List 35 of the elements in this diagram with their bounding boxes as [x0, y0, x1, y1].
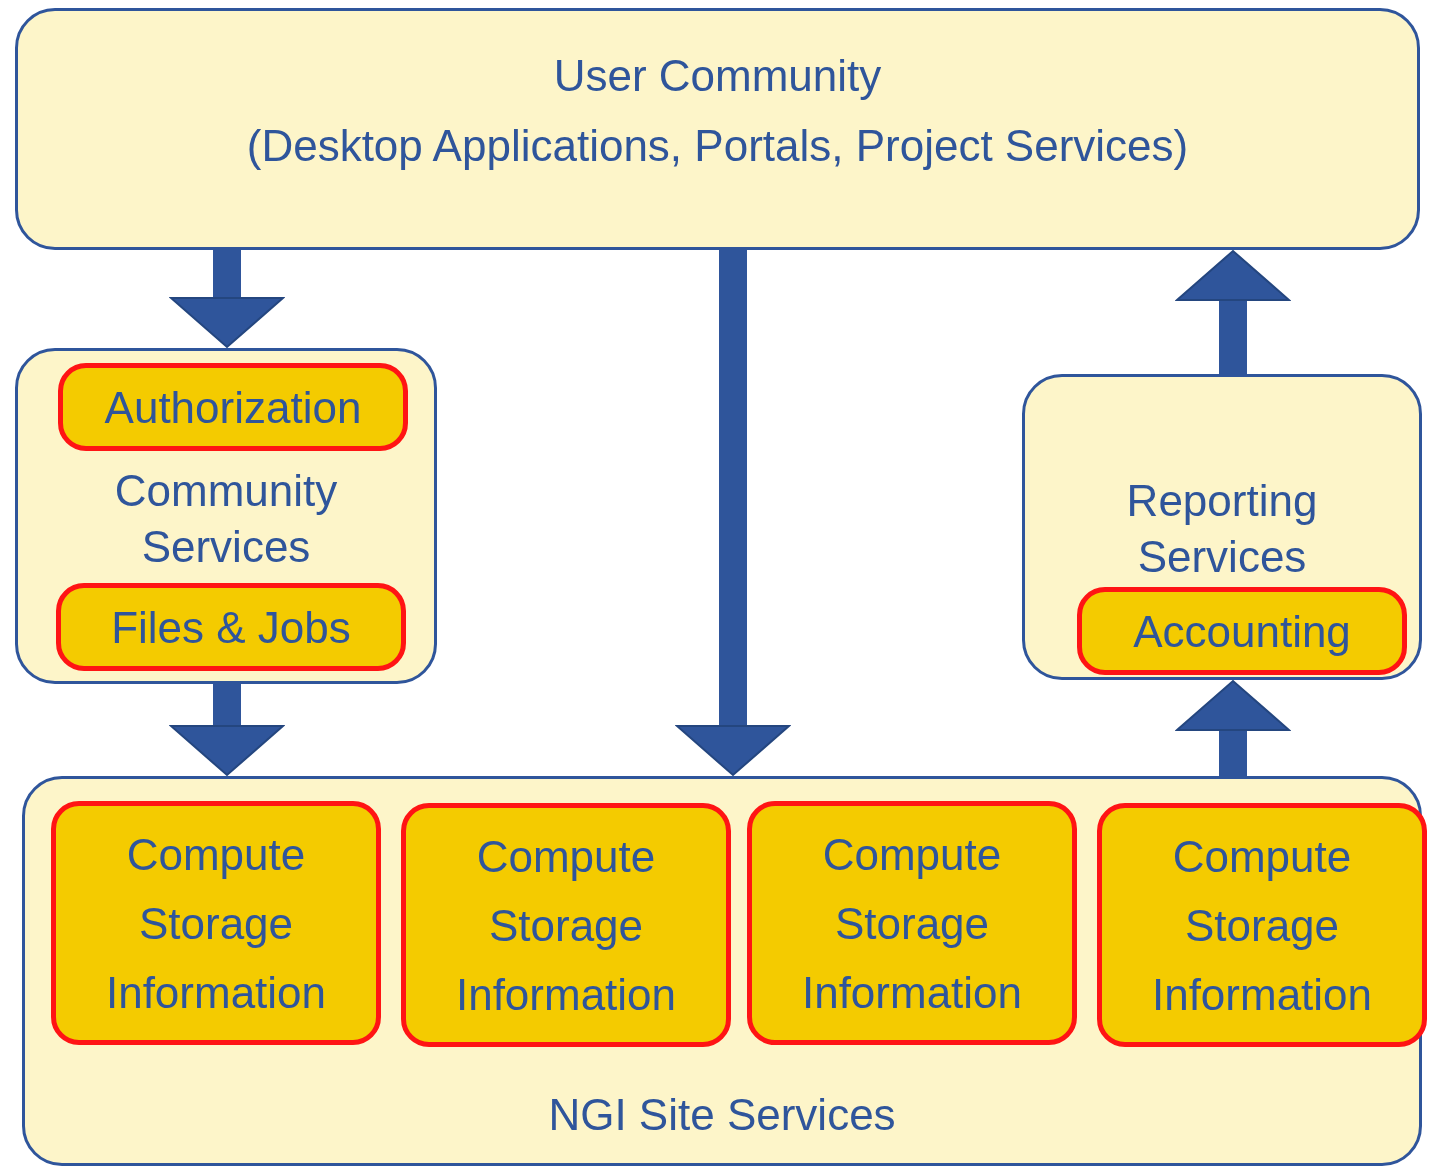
service-group-box [15, 8, 1420, 250]
service-label: Storage [834, 897, 990, 950]
service-box [51, 801, 381, 1045]
group-title: NGI Site Services [547, 1089, 897, 1141]
service-label: Compute [822, 828, 1002, 881]
block-arrow [170, 684, 284, 776]
service-label: Compute [126, 828, 306, 881]
service-label: Accounting [1133, 605, 1351, 658]
service-tag [56, 583, 406, 671]
service-box [1097, 803, 1427, 1047]
service-label: Information [105, 966, 327, 1019]
service-tag [58, 363, 408, 451]
service-label: Information [455, 968, 677, 1021]
group-title: Reporting Services [1125, 475, 1319, 583]
service-label: Information [801, 966, 1023, 1019]
service-label: Information [1151, 968, 1373, 1021]
service-label: Authorization [104, 381, 362, 434]
group-title: (Desktop Applications, Portals, Project Services) [245, 120, 1190, 172]
group-title: User Community [552, 50, 883, 102]
service-group-box [1022, 374, 1422, 680]
block-arrow [676, 250, 790, 776]
service-box [401, 803, 731, 1047]
service-label: Files & Jobs [111, 601, 351, 654]
service-label: Storage [1184, 899, 1340, 952]
service-label: Storage [488, 899, 644, 952]
service-group-box [15, 348, 437, 684]
group-title: Community Services [113, 465, 339, 573]
block-arrow [170, 250, 284, 348]
service-label: Compute [1172, 830, 1352, 883]
service-label: Storage [138, 897, 294, 950]
service-label: Compute [476, 830, 656, 883]
service-box [747, 801, 1077, 1045]
service-tag [1077, 587, 1407, 675]
block-arrow [1176, 680, 1290, 776]
block-arrow [1176, 250, 1290, 374]
